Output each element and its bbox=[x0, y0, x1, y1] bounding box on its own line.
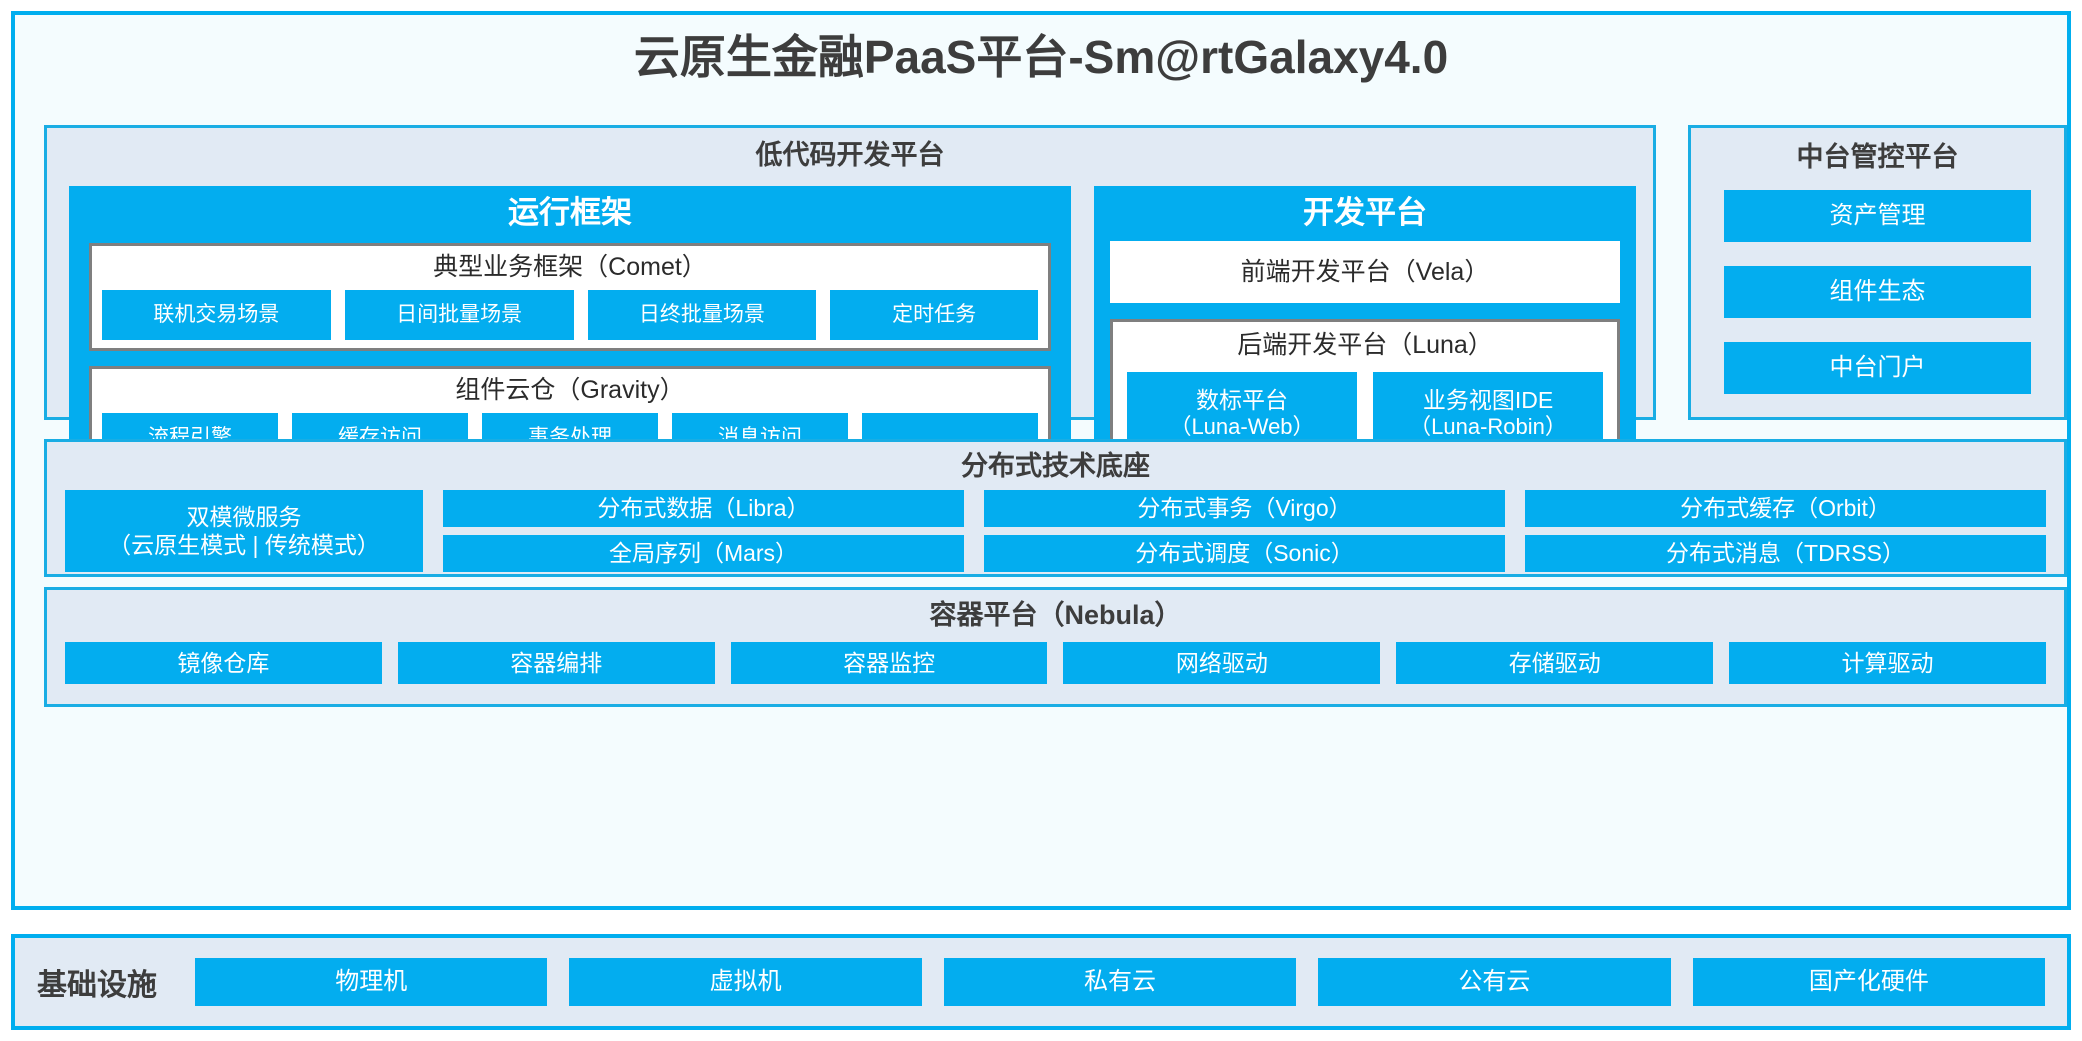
infrastructure-label: 基础设施 bbox=[37, 969, 157, 1002]
runtime-framework-title: 运行框架 bbox=[508, 195, 632, 230]
midplat-item-component-ecosystem[interactable]: 组件生态 bbox=[1724, 266, 2031, 318]
distributed-item-tdrss[interactable]: 分布式消息（TDRSS） bbox=[1525, 535, 2046, 572]
distributed-item-sonic[interactable]: 分布式调度（Sonic） bbox=[984, 535, 1505, 572]
development-platform-title: 开发平台 bbox=[1303, 195, 1427, 230]
luna-robin-name: 业务视图IDE bbox=[1422, 386, 1554, 413]
runtime-framework-card: 运行框架 典型业务框架（Comet） 联机交易场景 日间批量场景 日终批量场景 … bbox=[69, 186, 1071, 491]
distributed-tech-base-panel: 分布式技术底座 双模微服务 （云原生模式 | 传统模式） 分布式数据（Libra… bbox=[44, 439, 2067, 577]
dual-mode-sub: （云原生模式 | 传统模式） bbox=[108, 532, 380, 558]
luna-title: 后端开发平台（Luna） bbox=[1237, 331, 1493, 359]
page-title: 云原生金融PaaS平台-Sm@rtGalaxy4.0 bbox=[633, 31, 1449, 83]
luna-robin-sub: （Luna-Robin） bbox=[1409, 413, 1567, 439]
luna-web-name: 数标平台 bbox=[1196, 386, 1288, 413]
infra-item-virtual-machine[interactable]: 虚拟机 bbox=[569, 958, 922, 1006]
container-platform-panel: 容器平台（Nebula） 镜像仓库 容器编排 容器监控 网络驱动 存储驱动 计算… bbox=[44, 587, 2067, 707]
comet-title: 典型业务框架（Comet） bbox=[433, 253, 707, 281]
low-code-platform-panel: 低代码开发平台 运行框架 典型业务框架（Comet） 联机交易场景 日间批量场景… bbox=[44, 125, 1656, 491]
vela-label: 前端开发平台（Vela） bbox=[1240, 258, 1490, 286]
container-item-row: 镜像仓库 容器编排 容器监控 网络驱动 存储驱动 计算驱动 bbox=[65, 642, 2046, 684]
container-item-compute-driver[interactable]: 计算驱动 bbox=[1729, 642, 2046, 684]
infrastructure-item-row: 物理机 虚拟机 私有云 公有云 国产化硬件 bbox=[195, 958, 2046, 1006]
low-code-platform-title: 低代码开发平台 bbox=[755, 140, 945, 170]
distributed-column-3: 分布式缓存（Orbit） 分布式消息（TDRSS） bbox=[1525, 490, 2046, 572]
distributed-item-mars[interactable]: 全局序列（Mars） bbox=[443, 535, 964, 572]
infra-item-public-cloud[interactable]: 公有云 bbox=[1318, 958, 1671, 1006]
distributed-tech-base-title: 分布式技术底座 bbox=[961, 451, 1150, 481]
container-item-image-registry[interactable]: 镜像仓库 bbox=[65, 642, 382, 684]
container-item-orchestration[interactable]: 容器编排 bbox=[397, 642, 715, 684]
comet-item-scheduled-task[interactable]: 定时任务 bbox=[830, 290, 1038, 340]
distributed-column-2: 分布式事务（Virgo） 分布式调度（Sonic） bbox=[984, 490, 1505, 572]
luna-web-sub: （Luna-Web） bbox=[1169, 413, 1315, 439]
development-platform-card: 开发平台 前端开发平台（Vela） 后端开发平台（Luna） 数标平台 （Lun… bbox=[1094, 186, 1636, 491]
gravity-title: 组件云仓（Gravity） bbox=[455, 376, 685, 404]
infra-item-domestic-hardware[interactable]: 国产化硬件 bbox=[1692, 958, 2046, 1006]
comet-item-intraday-batch[interactable]: 日间批量场景 bbox=[344, 290, 574, 340]
distributed-column-1: 分布式数据（Libra） 全局序列（Mars） bbox=[443, 490, 964, 572]
dual-mode-microservice-wrapper: 双模微服务 （云原生模式 | 传统模式） bbox=[65, 490, 423, 572]
dual-mode-name: 双模微服务 bbox=[186, 503, 302, 530]
frontend-dev-platform-vela-box[interactable]: 前端开发平台（Vela） bbox=[1110, 241, 1620, 303]
distributed-tech-body: 双模微服务 （云原生模式 | 传统模式） 分布式数据（Libra） 全局序列（M… bbox=[65, 490, 2046, 572]
distributed-item-virgo[interactable]: 分布式事务（Virgo） bbox=[984, 490, 1505, 527]
middle-platform-control-panel: 中台管控平台 资产管理 组件生态 中台门户 bbox=[1688, 125, 2067, 420]
container-item-storage-driver[interactable]: 存储驱动 bbox=[1396, 642, 1714, 684]
middle-platform-control-title: 中台管控平台 bbox=[1796, 142, 1959, 172]
dual-mode-microservice-block[interactable]: 双模微服务 （云原生模式 | 传统模式） bbox=[65, 490, 423, 572]
middle-platform-item-list: 资产管理 组件生态 中台门户 bbox=[1724, 190, 2031, 394]
comet-item-row: 联机交易场景 日间批量场景 日终批量场景 定时任务 bbox=[102, 290, 1038, 340]
container-platform-title: 容器平台（Nebula） bbox=[929, 600, 1182, 630]
comet-item-online-transaction[interactable]: 联机交易场景 bbox=[102, 290, 331, 340]
comet-item-end-of-day-batch[interactable]: 日终批量场景 bbox=[587, 290, 817, 340]
midplat-item-portal[interactable]: 中台门户 bbox=[1724, 342, 2031, 394]
distributed-item-libra[interactable]: 分布式数据（Libra） bbox=[443, 490, 964, 527]
infra-item-private-cloud[interactable]: 私有云 bbox=[943, 958, 1297, 1006]
distributed-item-orbit[interactable]: 分布式缓存（Orbit） bbox=[1525, 490, 2046, 527]
container-item-network-driver[interactable]: 网络驱动 bbox=[1063, 642, 1381, 684]
infrastructure-panel: 基础设施 物理机 虚拟机 私有云 公有云 国产化硬件 bbox=[11, 934, 2071, 1030]
container-item-monitoring[interactable]: 容器监控 bbox=[730, 642, 1048, 684]
comet-business-framework-box: 典型业务框架（Comet） 联机交易场景 日间批量场景 日终批量场景 定时任务 bbox=[89, 243, 1051, 351]
platform-main-frame: 云原生金融PaaS平台-Sm@rtGalaxy4.0 低代码开发平台 运行框架 … bbox=[11, 11, 2071, 910]
midplat-item-asset-management[interactable]: 资产管理 bbox=[1724, 190, 2031, 242]
infra-item-physical-machine[interactable]: 物理机 bbox=[195, 958, 548, 1006]
